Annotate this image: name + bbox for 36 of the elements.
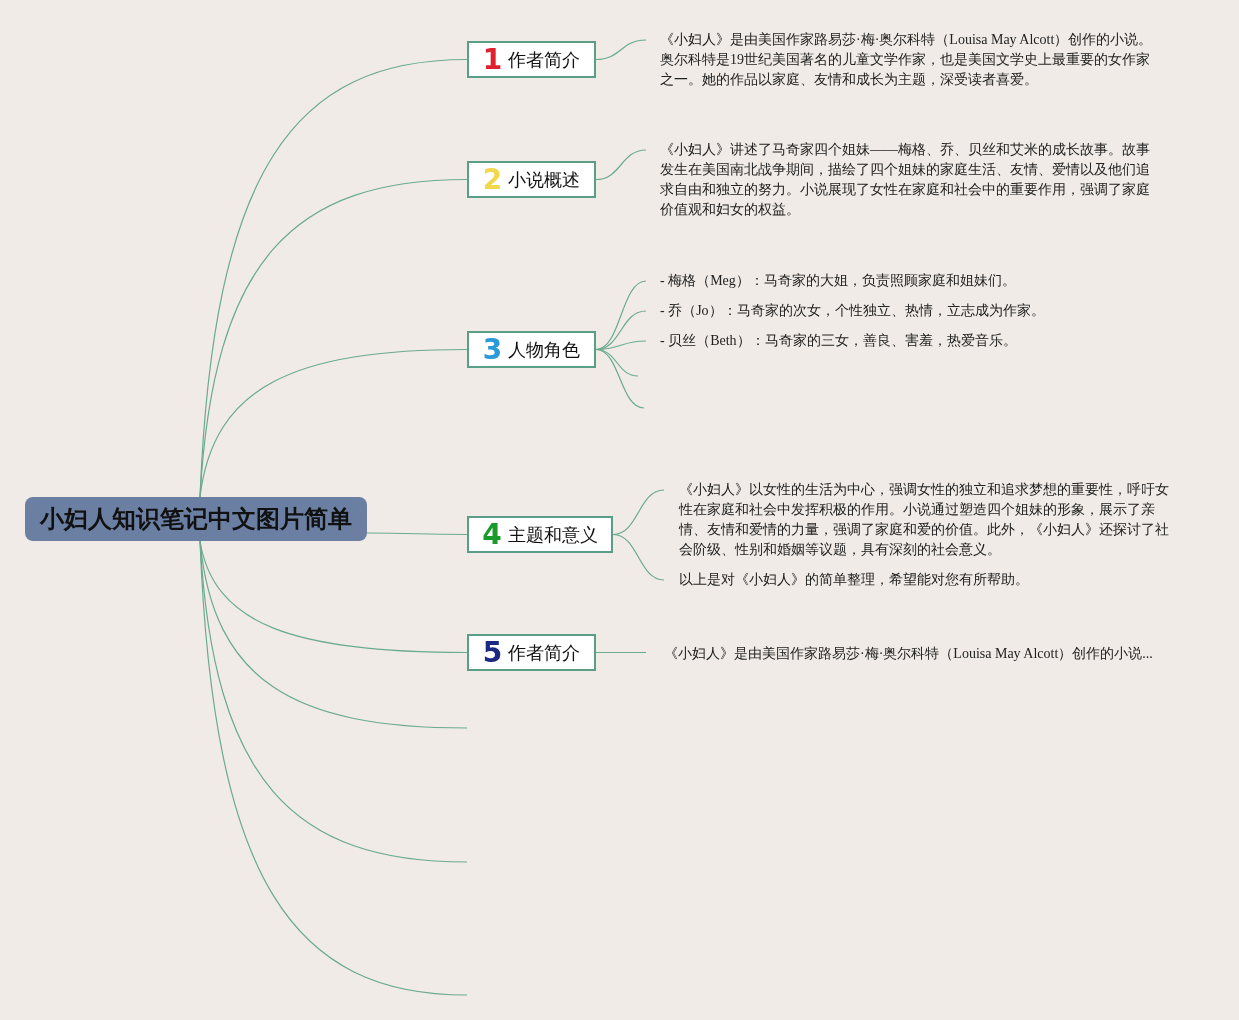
topic-box bbox=[467, 331, 596, 368]
topic-box bbox=[467, 41, 596, 78]
connector-line bbox=[595, 280, 647, 351]
note-text: 以上是对《小妇人》的简单整理，希望能对您有所帮助。 bbox=[664, 570, 1180, 590]
topic-box bbox=[467, 634, 596, 671]
note-text: 《小妇人》讲述了马奇家四个姐妹——梅格、乔、贝丝和艾米的成长故事。故事发生在美国南北战争期间，描绘了四个姐妹的家庭生活、友情、爱情以及他们追求自由和独立的努力。小说展现了女性在家庭和社会中的重要作用，强调了家庭价值观和妇女的权益。 bbox=[646, 140, 1162, 220]
note-text: 《小妇人》以女性的生活为中心，强调女性的独立和追求梦想的重要性，呼吁女性在家庭和社会中发挥积极的作用。小说通过塑造四个姐妹的形象，展示了亲情、友情和爱情的力量，强调了家庭和爱的价值。此外，《小妇人》还探讨了社会阶级、性别和婚姻等议题，具有深刻的社会意义。 bbox=[664, 480, 1180, 560]
note-text: - 乔（Jo）：马奇家的次女，个性独立、热情，立志成为作家。 bbox=[646, 301, 1186, 321]
note-text: - 梅格（Meg）：马奇家的大姐，负责照顾家庭和姐妹们。 bbox=[646, 271, 1186, 291]
root-topic-box bbox=[25, 497, 367, 541]
note-text: 《小妇人》是由美国作家路易莎·梅·奥尔科特（Louisa May Alcott）创作的小说... bbox=[646, 644, 1186, 664]
connector-line bbox=[199, 58, 468, 498]
connector-line bbox=[199, 348, 468, 498]
topic-number: 1 bbox=[482, 45, 503, 74]
connector-line bbox=[595, 651, 647, 654]
topic-number: 2 bbox=[482, 165, 503, 194]
topic-box bbox=[467, 516, 613, 553]
topic-label: 小说概述 bbox=[508, 167, 581, 192]
connector-line bbox=[366, 532, 468, 536]
connector-line bbox=[199, 540, 468, 996]
topic-number: 3 bbox=[482, 335, 503, 364]
connector-line bbox=[595, 348, 645, 409]
topic-label: 主题和意义 bbox=[507, 522, 598, 547]
topic-label: 作者简介 bbox=[508, 640, 581, 665]
topic-label: 作者简介 bbox=[508, 47, 581, 72]
topic-box bbox=[467, 161, 596, 198]
connector-line bbox=[199, 178, 468, 498]
note-text: 《小妇人》是由美国作家路易莎·梅·奥尔科特（Louisa May Alcott）创作的小说。奥尔科特是19世纪美国著名的儿童文学作家，也是美国文学史上最重要的女作家之一。她的作品以家庭、友情和成长为主题，深受读者喜爱。 bbox=[646, 30, 1162, 90]
title-text: 小妇人知识笔记中文图片简单 bbox=[40, 504, 352, 535]
topic-number: 5 bbox=[482, 638, 503, 667]
connector-line bbox=[612, 533, 665, 581]
topic-number: 4 bbox=[482, 520, 502, 549]
connector-line bbox=[595, 149, 647, 181]
connector-line bbox=[595, 39, 647, 61]
topic-label: 人物角色 bbox=[508, 337, 581, 362]
note-text: - 贝丝（Beth）：马奇家的三女，善良、害羞，热爱音乐。 bbox=[646, 331, 1186, 351]
